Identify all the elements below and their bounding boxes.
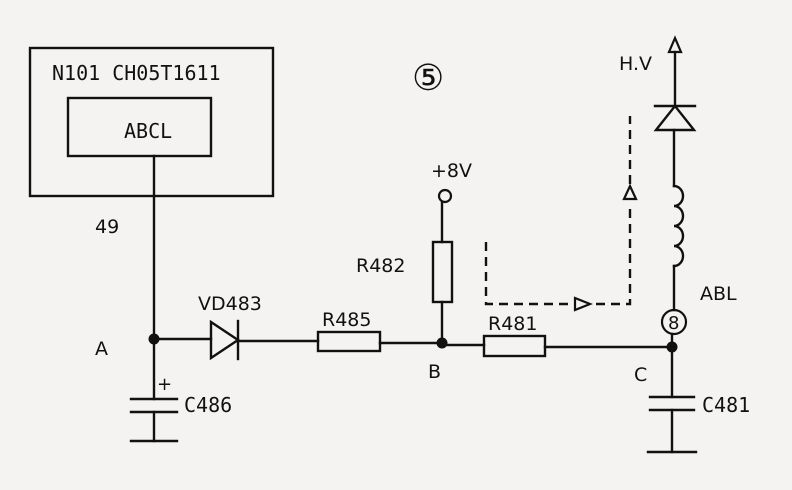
hv-coil-inductor: [672, 184, 685, 268]
r482-label: R482: [356, 255, 405, 277]
section-marker: ⑤: [412, 58, 444, 99]
ic-pin-number: 49: [95, 216, 119, 238]
dashed-signal-rise: [596, 205, 632, 306]
dashed-signal-path: [484, 242, 568, 306]
node-b-label: B: [428, 361, 441, 383]
ic-outline: [28, 46, 275, 198]
vd483-label: VD483: [198, 293, 262, 315]
vd483-diode-symbol: [209, 319, 241, 361]
ic-label: N101 CH05T1611: [52, 61, 221, 85]
hv-diode-symbol: [653, 104, 697, 132]
abl-label: ABL: [700, 283, 737, 305]
dashed-arrow-up: [622, 183, 638, 201]
abl-pin-number: 8: [668, 313, 679, 334]
r485-label: R485: [322, 309, 371, 331]
dashed-arrow-right: [573, 296, 593, 312]
c486-label: C486: [184, 393, 232, 417]
supply-terminal: [437, 188, 453, 204]
r481-resistor: [482, 334, 547, 358]
hv-arrow-up: [667, 35, 683, 54]
r482-resistor: [431, 240, 454, 304]
r481-label: R481: [488, 313, 537, 335]
abcl-label: ABCL: [124, 119, 172, 143]
node-a-label: A: [95, 338, 108, 360]
c486-polarity: +: [157, 374, 172, 395]
hv-label: H.V: [619, 53, 652, 75]
abcl-block: [66, 96, 213, 158]
supply-label: +8V: [431, 160, 472, 182]
r485-resistor: [316, 330, 382, 353]
c481-label: C481: [702, 393, 750, 417]
node-c-label: C: [634, 364, 647, 386]
